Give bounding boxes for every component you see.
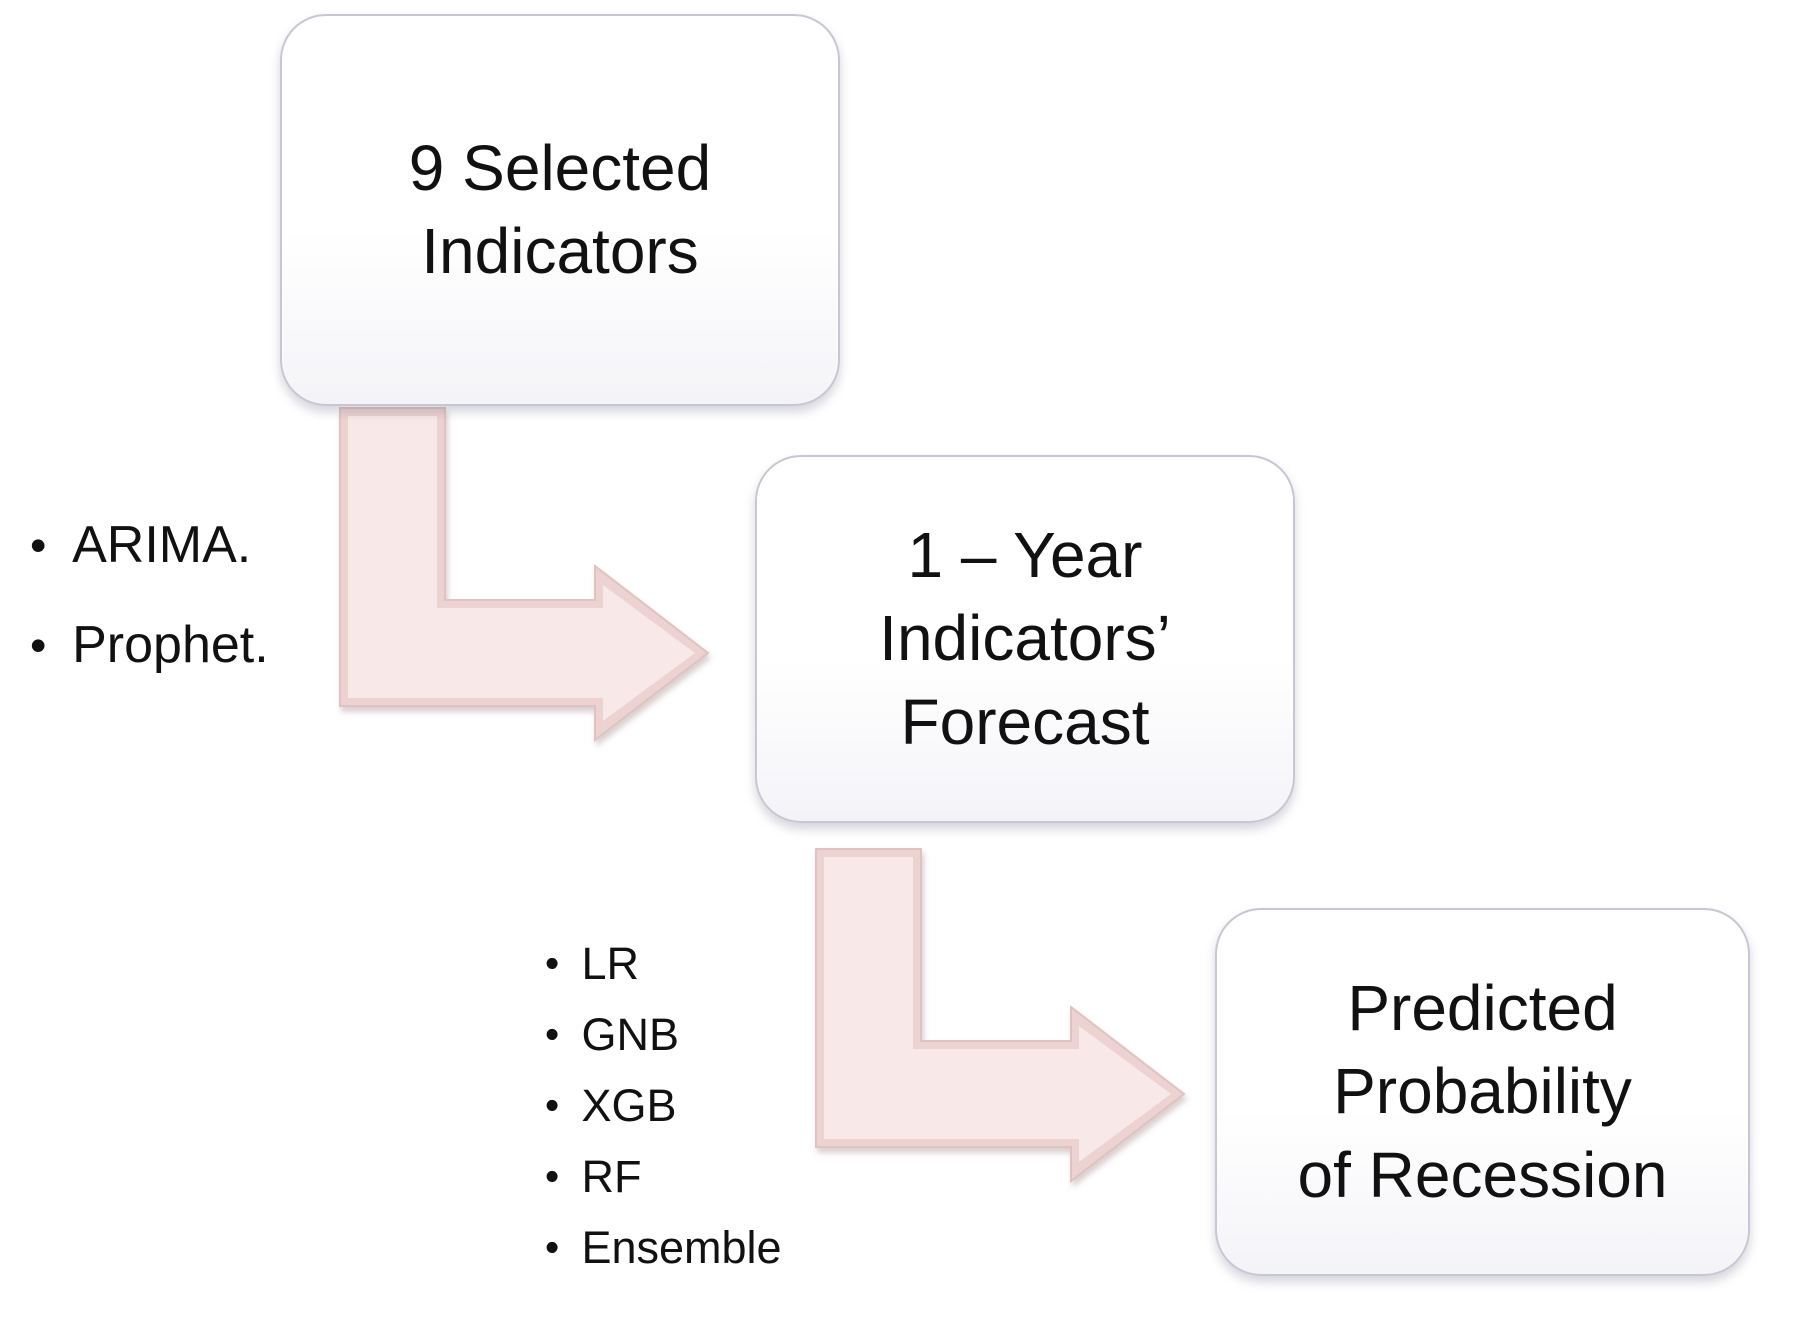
list-item: Prophet. bbox=[30, 595, 269, 695]
bent-arrow-1-icon bbox=[339, 407, 710, 743]
list-item: RF bbox=[545, 1141, 782, 1212]
list-item: LR bbox=[545, 928, 782, 999]
bent-arrow-2-icon bbox=[815, 848, 1186, 1184]
forecast-methods-list: ARIMA. Prophet. bbox=[30, 495, 269, 695]
box-one-year-forecast: 1 – Year Indicators’ Forecast bbox=[755, 455, 1295, 823]
box-selected-indicators: 9 Selected Indicators bbox=[280, 14, 840, 406]
list-item: XGB bbox=[545, 1070, 782, 1141]
list-item: GNB bbox=[545, 999, 782, 1070]
box-predicted-probability: Predicted Probability of Recession bbox=[1215, 908, 1750, 1276]
box-predicted-probability-label: Predicted Probability of Recession bbox=[1297, 972, 1668, 1211]
box-selected-indicators-label: 9 Selected Indicators bbox=[408, 131, 712, 287]
box-one-year-forecast-label: 1 – Year Indicators’ Forecast bbox=[879, 519, 1171, 758]
list-item: ARIMA. bbox=[30, 495, 269, 595]
list-item: Ensemble bbox=[545, 1212, 781, 1283]
model-list: LR GNB XGB RF Ensemble bbox=[545, 928, 782, 1283]
